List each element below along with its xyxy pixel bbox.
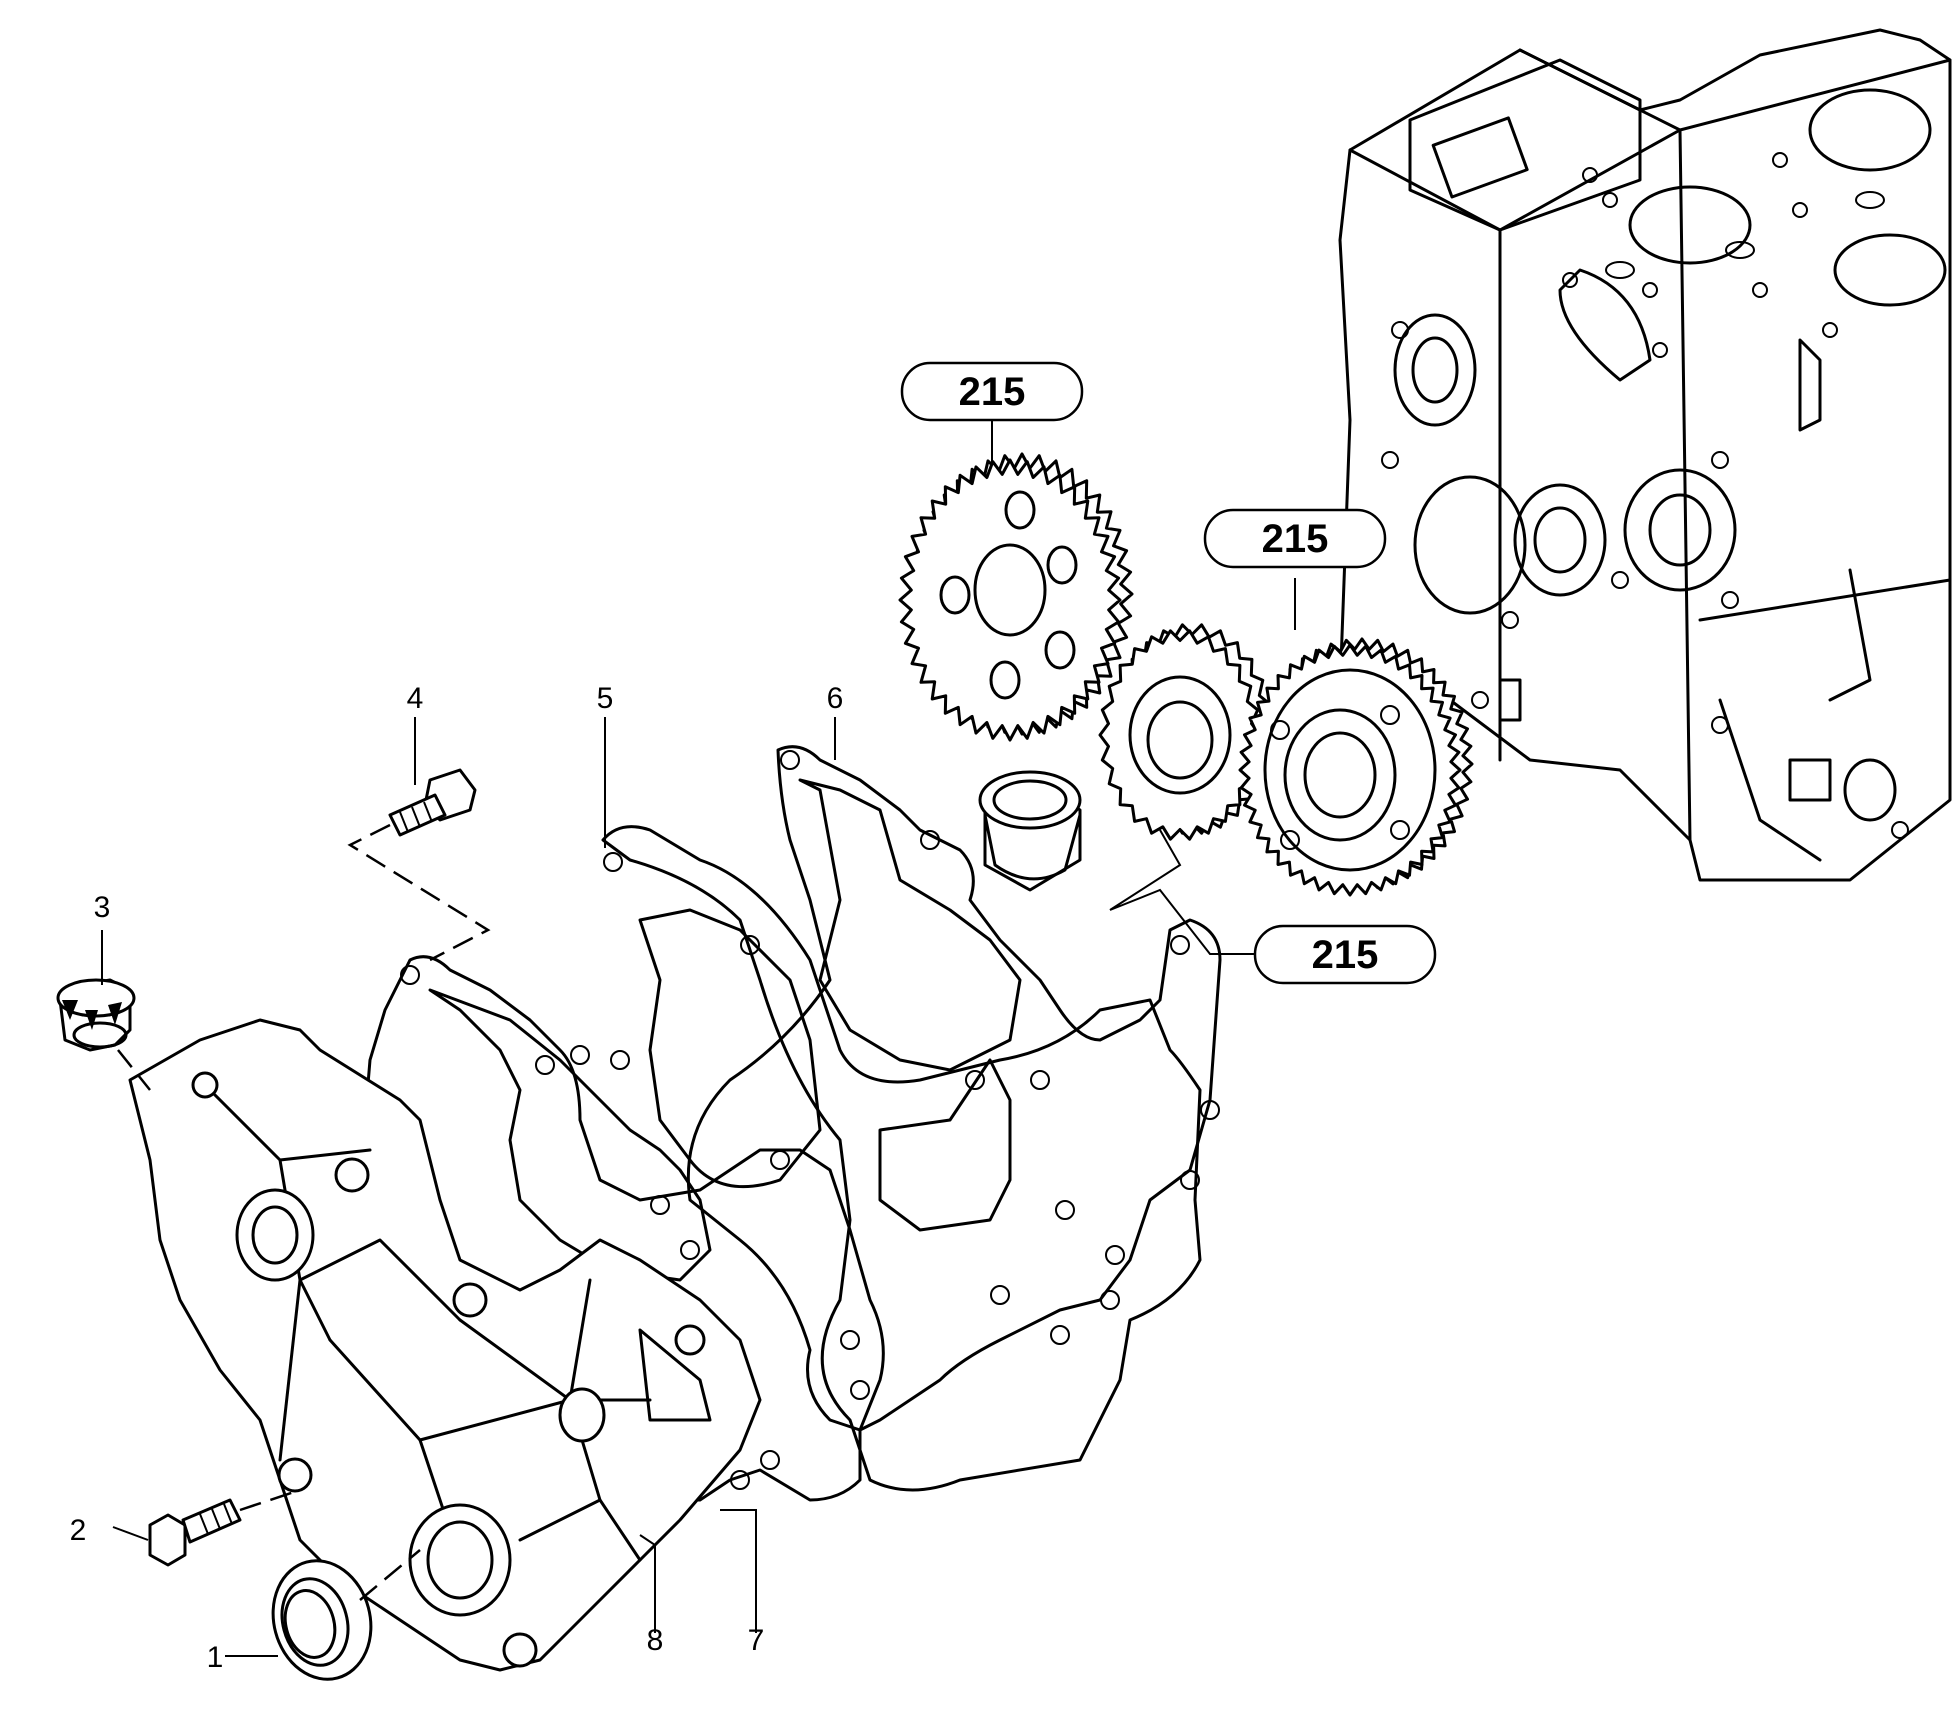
callout-8: 8 — [647, 1624, 664, 1657]
callout-4: 4 — [407, 682, 424, 715]
bolt-2 — [148, 1498, 242, 1567]
camshaft-gear — [1238, 637, 1474, 897]
callout-labels: 1 2 3 4 5 6 7 8 — [70, 682, 844, 1674]
reference-badge-gear-top[interactable]: 215 — [900, 361, 1084, 422]
timing-cover — [128, 1018, 762, 1672]
reference-badge-bushing[interactable]: 215 — [1253, 924, 1437, 985]
oil-filler-cap — [56, 978, 136, 1052]
idler-gear-small — [1098, 623, 1274, 841]
callout-5: 5 — [597, 682, 614, 715]
reference-badge-gear-right[interactable]: 215 — [1203, 508, 1387, 569]
callout-2: 2 — [70, 1514, 87, 1547]
bushing — [978, 770, 1082, 892]
idler-gear-large — [898, 452, 1134, 742]
callout-1: 1 — [207, 1641, 224, 1674]
oil-seal — [271, 1559, 373, 1681]
callout-6: 6 — [827, 682, 844, 715]
engine-block — [1338, 28, 1952, 882]
bolt-4 — [388, 768, 477, 837]
leader-lines — [101, 420, 1296, 1657]
assembly-lines — [117, 823, 491, 1601]
reference-label-bushing: 215 — [1312, 933, 1379, 977]
gasket-6 — [686, 745, 1222, 1432]
gasket-7 — [363, 955, 885, 1502]
callout-7: 7 — [748, 1624, 765, 1657]
callout-3: 3 — [94, 891, 111, 924]
reference-label-gear-right: 215 — [1262, 517, 1329, 561]
reference-label-gear-top: 215 — [959, 370, 1026, 414]
gasket-5 — [570, 825, 1202, 1492]
